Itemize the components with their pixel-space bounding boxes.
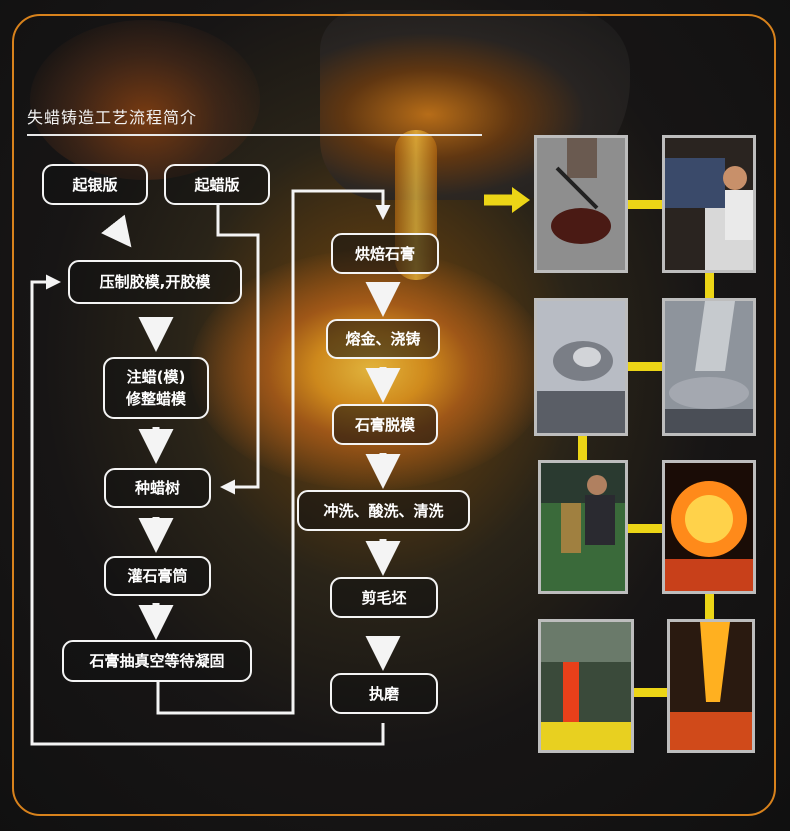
step-inject-wax-label-1: 注蜡(模)	[126, 368, 186, 386]
step-plaster-cylinder: 灌石膏筒	[104, 556, 211, 596]
photo-workers-bench-art	[665, 138, 753, 270]
arrow-wax-to-tree	[216, 205, 260, 495]
photo-melt-gray-art	[537, 301, 625, 433]
photo-connector	[705, 593, 714, 621]
orange-frame-border	[12, 14, 776, 816]
step-press-mold-label: 压制胶模,开胶模	[99, 273, 211, 291]
photo-worker-green-art	[541, 463, 625, 591]
photo-workers-bench	[662, 135, 756, 273]
step-melt-pour: 熔金、浇铸	[326, 319, 440, 359]
step-polish: 执磨	[330, 673, 438, 714]
photo-connector	[633, 688, 671, 697]
photo-pour-gray-art	[665, 301, 753, 433]
arrow-return-loop	[30, 274, 385, 746]
step-press-mold: 压制胶模,开胶模	[68, 260, 242, 304]
step-bake-plaster-label: 烘焙石膏	[354, 244, 415, 263]
step-wax-plate: 起蜡版	[164, 164, 270, 205]
photo-connector	[705, 271, 714, 301]
photo-pour-gold	[667, 619, 755, 753]
step-silver-plate: 起银版	[42, 164, 148, 205]
photo-furnace	[662, 460, 756, 594]
photo-worker-green	[538, 460, 628, 594]
step-inject-wax-label-2: 修整蜡模	[125, 390, 186, 408]
step-vacuum-label: 石膏抽真空等待凝固	[89, 652, 225, 670]
step-trim-label: 剪毛坯	[361, 588, 407, 607]
photo-connector	[578, 433, 587, 463]
background-bowl	[30, 20, 260, 180]
step-wax-tree-label: 种蜡树	[134, 479, 180, 497]
photo-furnace-art	[665, 463, 753, 591]
step-wash: 冲洗、酸洗、清洗	[297, 490, 470, 531]
photo-connector	[626, 362, 668, 371]
step-demold: 石膏脱模	[332, 404, 438, 445]
step-demold-label: 石膏脱模	[354, 415, 415, 434]
step-wax-tree: 种蜡树	[104, 468, 211, 508]
title-divider	[27, 134, 482, 136]
arrow-vacuum-to-bake	[156, 189, 391, 715]
step-wax-plate-label: 起蜡版	[194, 175, 240, 194]
photo-red-mold	[538, 619, 634, 753]
step-bake-plaster: 烘焙石膏	[331, 233, 439, 274]
photo-pour-gray	[662, 298, 756, 436]
step-polish-label: 执磨	[368, 684, 399, 703]
page-title: 失蜡铸造工艺流程简介	[27, 108, 198, 127]
photo-plaster-bake-art	[537, 138, 625, 270]
step-wash-label: 冲洗、酸洗、清洗	[323, 501, 444, 520]
step-vacuum: 石膏抽真空等待凝固	[62, 640, 252, 682]
photo-connector	[626, 200, 668, 209]
step-trim: 剪毛坯	[330, 577, 438, 618]
photo-connector	[626, 524, 668, 533]
photo-plaster-bake	[534, 135, 628, 273]
photo-melt-gray	[534, 298, 628, 436]
photo-red-mold-art	[541, 622, 631, 750]
step-inject-wax: 注蜡(模) 修整蜡模	[103, 357, 209, 419]
step-plaster-cylinder-label: 灌石膏筒	[127, 567, 188, 585]
arrow-silver-to-press	[101, 214, 132, 248]
photo-pour-gold-art	[670, 622, 752, 750]
step-silver-plate-label: 起银版	[72, 175, 118, 194]
step-melt-pour-label: 熔金、浇铸	[345, 330, 421, 348]
